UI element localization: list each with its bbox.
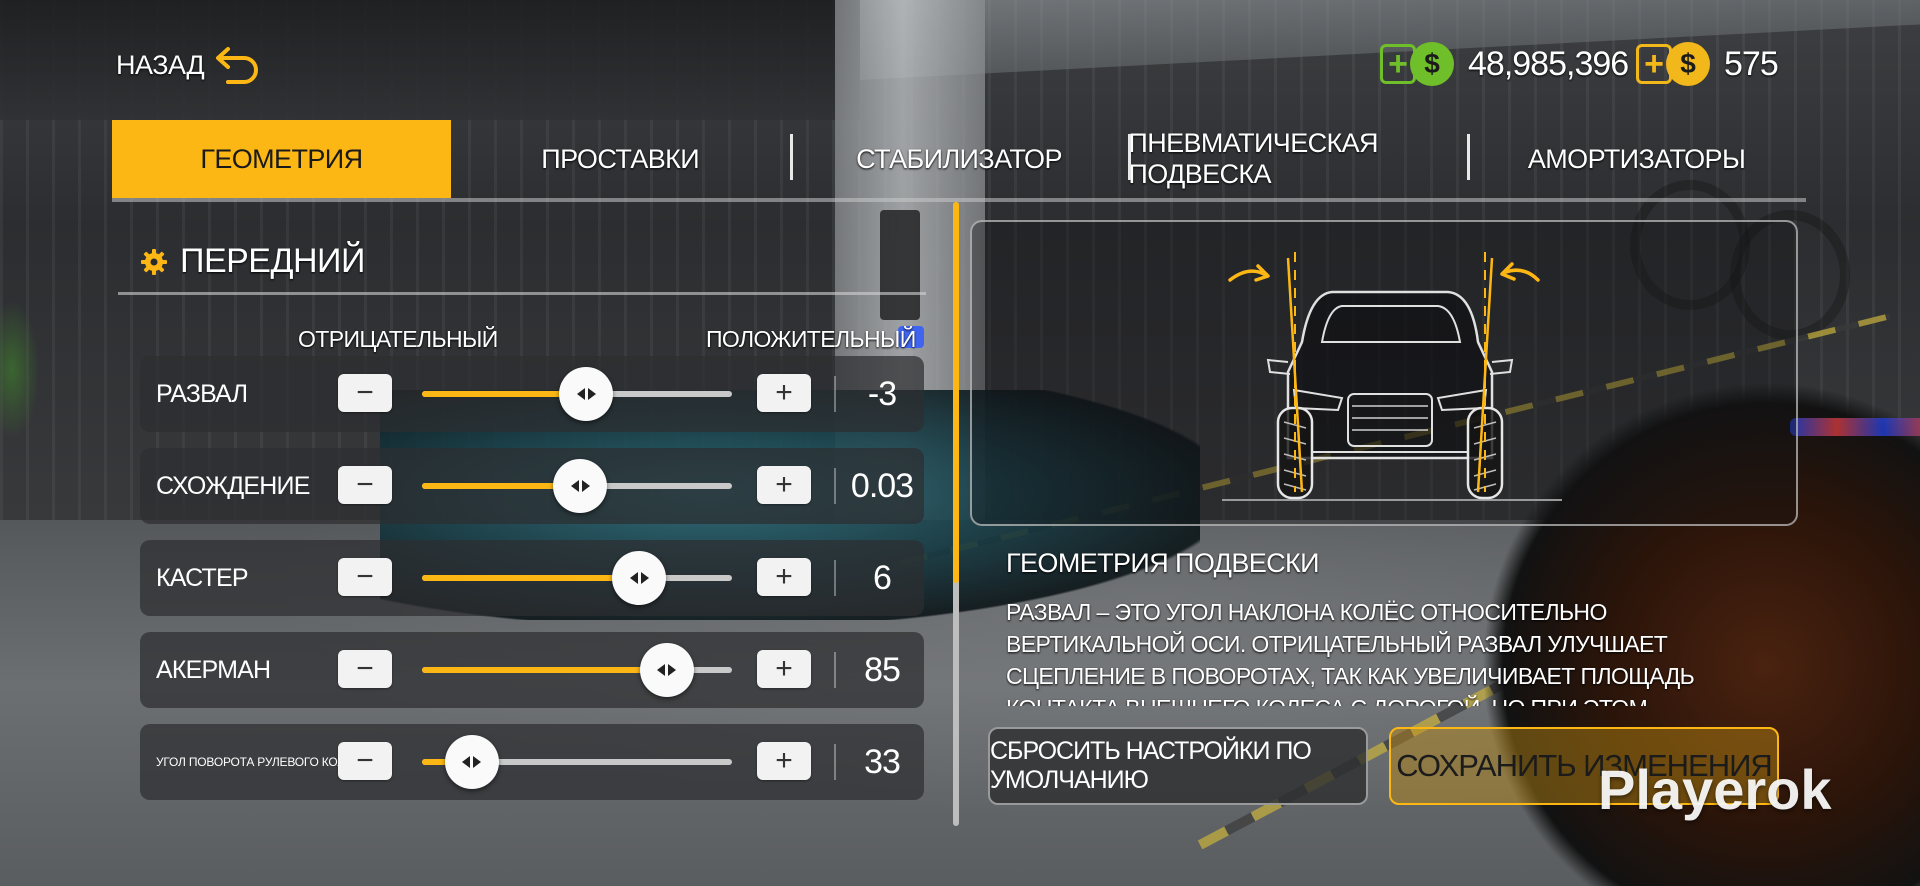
pillar-panel bbox=[880, 210, 920, 320]
increase-button[interactable]: + bbox=[757, 466, 811, 504]
gold-amount: 575 bbox=[1724, 44, 1779, 83]
slider-fill bbox=[422, 667, 667, 673]
car-front-diagram bbox=[1222, 252, 1562, 501]
cash-balance: + $ 48,985,396 bbox=[1380, 42, 1629, 86]
reset-defaults-button[interactable]: СБРОСИТЬ НАСТРОЙКИ ПО УМОЛЧАНИЮ bbox=[988, 727, 1368, 805]
arrow-right-icon bbox=[473, 756, 482, 768]
setting-row-toe: СХОЖДЕНИЕ − + 0.03 bbox=[140, 448, 924, 524]
increase-button[interactable]: + bbox=[757, 374, 811, 412]
negative-label: ОТРИЦАТЕЛЬНЫЙ bbox=[298, 326, 498, 352]
setting-slider[interactable] bbox=[422, 459, 732, 513]
arrow-left-icon bbox=[657, 664, 666, 676]
arrow-left-icon bbox=[576, 388, 585, 400]
slider-knob[interactable] bbox=[639, 643, 694, 697]
setting-row-caster: КАСТЕР − + 6 bbox=[140, 540, 924, 616]
gold-coin-icon: $ bbox=[1666, 42, 1710, 86]
slider-knob[interactable] bbox=[559, 367, 614, 421]
geometry-preview bbox=[970, 220, 1798, 526]
decrease-button[interactable]: − bbox=[338, 374, 392, 412]
slider-fill bbox=[422, 391, 587, 397]
value-divider bbox=[834, 468, 836, 504]
arrow-left-icon bbox=[462, 756, 471, 768]
arrow-right-icon bbox=[640, 572, 649, 584]
value-divider bbox=[834, 376, 836, 412]
tab-spacers[interactable]: ПРОСТАВКИ bbox=[541, 143, 700, 174]
setting-value: 85 bbox=[864, 650, 901, 689]
curved-arrow-icon bbox=[1228, 264, 1270, 282]
arrow-left-icon bbox=[570, 480, 579, 492]
value-divider bbox=[834, 744, 836, 780]
blue-lamp bbox=[898, 326, 924, 348]
setting-slider[interactable] bbox=[422, 735, 732, 789]
arrow-left-icon bbox=[629, 572, 638, 584]
save-changes-button[interactable]: СОХРАНИТЬ ИЗМЕНЕНИЯ bbox=[1389, 727, 1779, 805]
car-body bbox=[1286, 290, 1494, 460]
setting-row-ackermann: АКЕРМАН − + 85 bbox=[140, 632, 924, 708]
curved-arrow-icon bbox=[1500, 262, 1540, 282]
undo-arrow-icon bbox=[216, 47, 259, 84]
tab-stabilizer[interactable]: СТАБИЛИЗАТОР bbox=[789, 120, 1129, 198]
setting-label: УГОЛ ПОВОРОТА РУЛЕВОГО КОЛЕСА bbox=[156, 755, 369, 769]
section-header: ПЕРЕДНИЙ bbox=[140, 242, 365, 281]
plant bbox=[0, 300, 40, 440]
setting-label: КАСТЕР bbox=[156, 563, 249, 592]
police-lightbar bbox=[1790, 418, 1920, 436]
back-label: НАЗАД bbox=[116, 49, 205, 80]
gold-balance: + $ 575 bbox=[1636, 42, 1779, 86]
setting-label: РАЗВАЛ bbox=[156, 379, 248, 408]
arrow-right-icon bbox=[581, 480, 590, 492]
setting-slider[interactable] bbox=[422, 367, 732, 421]
description-title: ГЕОМЕТРИЯ ПОДВЕСКИ bbox=[1006, 548, 1320, 578]
cash-coin-icon: $ bbox=[1410, 42, 1454, 86]
description-text[interactable]: РАЗВАЛ – ЭТО УГОЛ НАКЛОНА КОЛЁС ОТНОСИТЕ… bbox=[1006, 599, 1695, 706]
slider-knob[interactable] bbox=[444, 735, 499, 789]
settings-scrollbar[interactable] bbox=[953, 202, 959, 826]
decrease-button[interactable]: − bbox=[338, 466, 392, 504]
wall-tire bbox=[1730, 210, 1850, 340]
watermark-logo: Playerok bbox=[1598, 758, 1832, 821]
decrease-button[interactable]: − bbox=[338, 650, 392, 688]
slider-fill bbox=[422, 483, 581, 489]
positive-label: ПОЛОЖИТЕЛЬНЫЙ bbox=[706, 326, 916, 352]
setting-slider[interactable] bbox=[422, 643, 732, 697]
setting-label: СХОЖДЕНИЕ bbox=[156, 471, 310, 500]
settings-list: РАЗВАЛ − + -3 СХОЖДЕНИЕ − + 0.03 КАСТЕР … bbox=[140, 356, 924, 816]
background-car-dark bbox=[1480, 380, 1920, 886]
section-title: ПЕРЕДНИЙ bbox=[180, 242, 365, 280]
ceiling-beam bbox=[0, 0, 860, 120]
setting-value: 33 bbox=[864, 742, 901, 781]
slider-fill bbox=[422, 575, 639, 581]
tab-air-suspension[interactable]: ПНЕВМАТИЧЕСКАЯ ПОДВЕСКА bbox=[1128, 120, 1467, 198]
setting-label: АКЕРМАН bbox=[156, 655, 271, 684]
arrow-right-icon bbox=[668, 664, 677, 676]
setting-value: 0.03 bbox=[850, 466, 914, 505]
setting-value: -3 bbox=[867, 374, 897, 413]
decrease-button[interactable]: − bbox=[338, 742, 392, 780]
increase-button[interactable]: + bbox=[757, 742, 811, 780]
increase-button[interactable]: + bbox=[757, 558, 811, 596]
decrease-button[interactable]: − bbox=[338, 558, 392, 596]
setting-row-camber: РАЗВАЛ − + -3 bbox=[140, 356, 924, 432]
increase-button[interactable]: + bbox=[757, 650, 811, 688]
value-divider bbox=[834, 560, 836, 596]
tab-geometry[interactable]: ГЕОМЕТРИЯ bbox=[112, 120, 451, 198]
cash-amount: 48,985,396 bbox=[1468, 44, 1629, 83]
setting-slider[interactable] bbox=[422, 551, 732, 605]
setting-row-steering-angle: УГОЛ ПОВОРОТА РУЛЕВОГО КОЛЕСА − + 33 bbox=[140, 724, 924, 800]
tab-bar: ГЕОМЕТРИЯ ПРОСТАВКИ СТАБИЛИЗАТОР ПНЕВМАТ… bbox=[112, 120, 1806, 202]
back-button[interactable]: НАЗАД bbox=[116, 44, 262, 86]
slider-knob[interactable] bbox=[553, 459, 608, 513]
slider-knob[interactable] bbox=[612, 551, 666, 605]
arrow-right-icon bbox=[587, 388, 596, 400]
section-divider bbox=[118, 292, 926, 295]
setting-value: 6 bbox=[873, 558, 892, 597]
tab-shock-absorbers[interactable]: АМОРТИЗАТОРЫ bbox=[1467, 120, 1806, 198]
gear-icon bbox=[141, 248, 167, 275]
value-divider bbox=[834, 652, 836, 688]
scrollbar-thumb[interactable] bbox=[953, 202, 959, 583]
